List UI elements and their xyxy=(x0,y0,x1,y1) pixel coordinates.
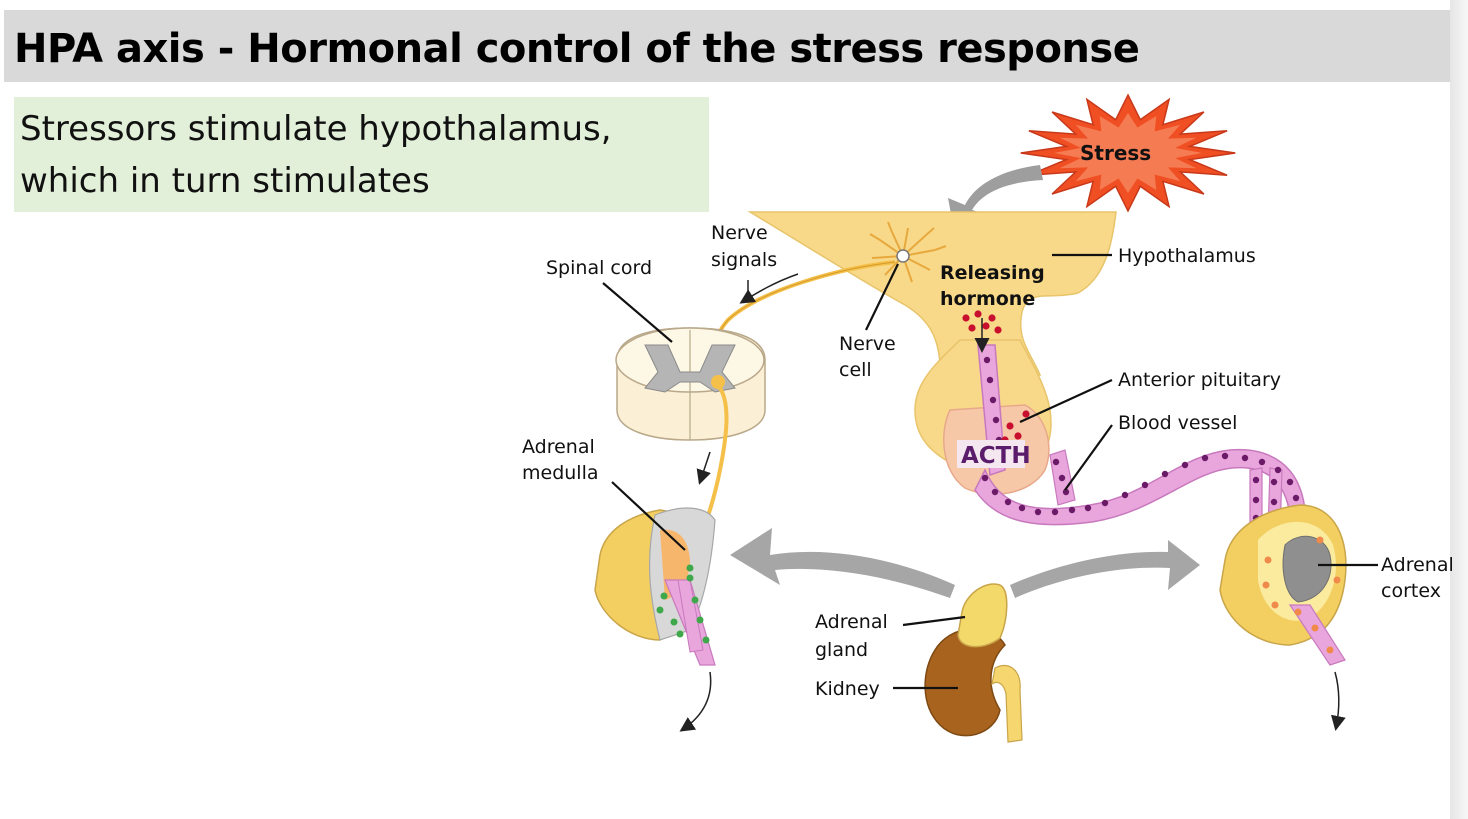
vessel-dot xyxy=(1270,498,1278,506)
hormone-dot xyxy=(974,310,982,318)
adrenal-gland-label-1: Adrenal xyxy=(815,611,888,633)
stress-label: Stress xyxy=(1080,141,1151,165)
vessel-dot xyxy=(1062,488,1070,496)
vessel-dot xyxy=(1004,498,1012,506)
arrow-to-cortex xyxy=(1010,540,1200,598)
adrenal-gland-label-2: gland xyxy=(815,639,868,661)
adrenal-medulla-gland xyxy=(594,507,716,666)
hormone-dot xyxy=(1006,422,1014,430)
acth-label-bg xyxy=(957,440,1025,468)
adrenal-medulla-label-1: Adrenal xyxy=(522,436,595,458)
adrenal-gland xyxy=(957,583,1008,648)
vessel-dot xyxy=(1018,504,1026,512)
vessel-dot xyxy=(1058,474,1066,482)
medulla-output-arrow xyxy=(679,671,712,732)
acth-label: ACTH xyxy=(961,443,1031,469)
adrenal-medulla-label-2: medulla xyxy=(522,462,599,484)
leader-lines xyxy=(602,253,1378,690)
vessel-dot xyxy=(989,396,997,404)
nerve-signals-label-2: signals xyxy=(711,249,777,271)
adrenal-cortex-gland xyxy=(1219,504,1347,666)
nerve-cell-label-1: Nerve xyxy=(839,333,896,355)
blood-vessel-label: Blood vessel xyxy=(1118,412,1237,434)
hormone-dots xyxy=(962,310,1030,444)
vessel-dot xyxy=(981,474,989,482)
spinal-cord-label: Spinal cord xyxy=(546,257,652,279)
adrenal-cortex-label-2: cortex xyxy=(1381,580,1441,602)
vessel-dot xyxy=(992,416,1000,424)
vessel-dot xyxy=(1034,508,1042,516)
nerve-cell-label-2: cell xyxy=(839,359,872,381)
hormone-dot xyxy=(968,324,976,332)
text-line-1: Stressors stimulate hypothalamus, xyxy=(20,109,612,149)
vessel-dot xyxy=(1101,499,1109,507)
vessel-dot xyxy=(991,488,999,496)
hormone-dot xyxy=(962,314,970,322)
text-box: Stressors stimulate hypothalamus, which … xyxy=(14,97,709,212)
vessel-dot xyxy=(986,376,994,384)
cortex-output-arrow xyxy=(1330,671,1346,731)
medulla-input-arrow xyxy=(696,451,711,485)
vessel-dot xyxy=(1270,478,1278,486)
adrenal-cortex-label-1: Adrenal xyxy=(1381,554,1454,576)
anterior-pituitary-label: Anterior pituitary xyxy=(1118,369,1281,391)
vessel-dot xyxy=(983,356,991,364)
vessel-dot xyxy=(1252,496,1260,504)
vessel-dot xyxy=(1221,452,1229,460)
vessel-dot xyxy=(1068,506,1076,514)
kidney-label: Kidney xyxy=(815,678,880,700)
spinal-cord xyxy=(615,327,766,441)
stress-burst: Stress xyxy=(1020,93,1236,213)
vessel-dot xyxy=(1292,494,1300,502)
vessel-dot xyxy=(1274,466,1282,474)
nerve-cell xyxy=(869,221,947,283)
vessel-dot xyxy=(1051,508,1059,516)
hormone-dot xyxy=(988,314,996,322)
nerve-signals-label-1: Nerve xyxy=(711,222,768,244)
text-line-2: which in turn stimulates xyxy=(20,161,430,201)
vessel-dot xyxy=(1052,458,1060,466)
vessel-dot xyxy=(1084,504,1092,512)
slide-title: HPA axis - Hormonal control of the stres… xyxy=(14,26,1140,72)
releasing-hormone-label-2: hormone xyxy=(940,288,1035,310)
vessel-dot xyxy=(1121,491,1129,499)
releasing-hormone-label-1: Releasing xyxy=(940,262,1045,284)
vessel-dot xyxy=(1141,481,1149,489)
hormone-dot xyxy=(982,322,990,330)
window-edge xyxy=(1450,0,1468,819)
vessel-dot xyxy=(1241,454,1249,462)
hormone-dot xyxy=(1022,410,1030,418)
arrow-to-medulla xyxy=(730,528,955,598)
hypothalamus xyxy=(747,211,1117,381)
hypothalamus-label: Hypothalamus xyxy=(1118,245,1256,267)
nerve-signals-arrow xyxy=(739,273,799,304)
vessel-dot xyxy=(1201,454,1209,462)
hormone-dot xyxy=(1014,432,1022,440)
vessel-dot xyxy=(1181,461,1189,469)
vessel-dot xyxy=(1161,470,1169,478)
nerve-ganglion xyxy=(711,375,725,389)
vessel-dot xyxy=(1252,476,1260,484)
vessel-dot xyxy=(1286,478,1294,486)
title-bar: HPA axis - Hormonal control of the stres… xyxy=(4,10,1450,82)
vessel-dot xyxy=(1258,458,1266,466)
hormone-dot xyxy=(994,326,1002,334)
